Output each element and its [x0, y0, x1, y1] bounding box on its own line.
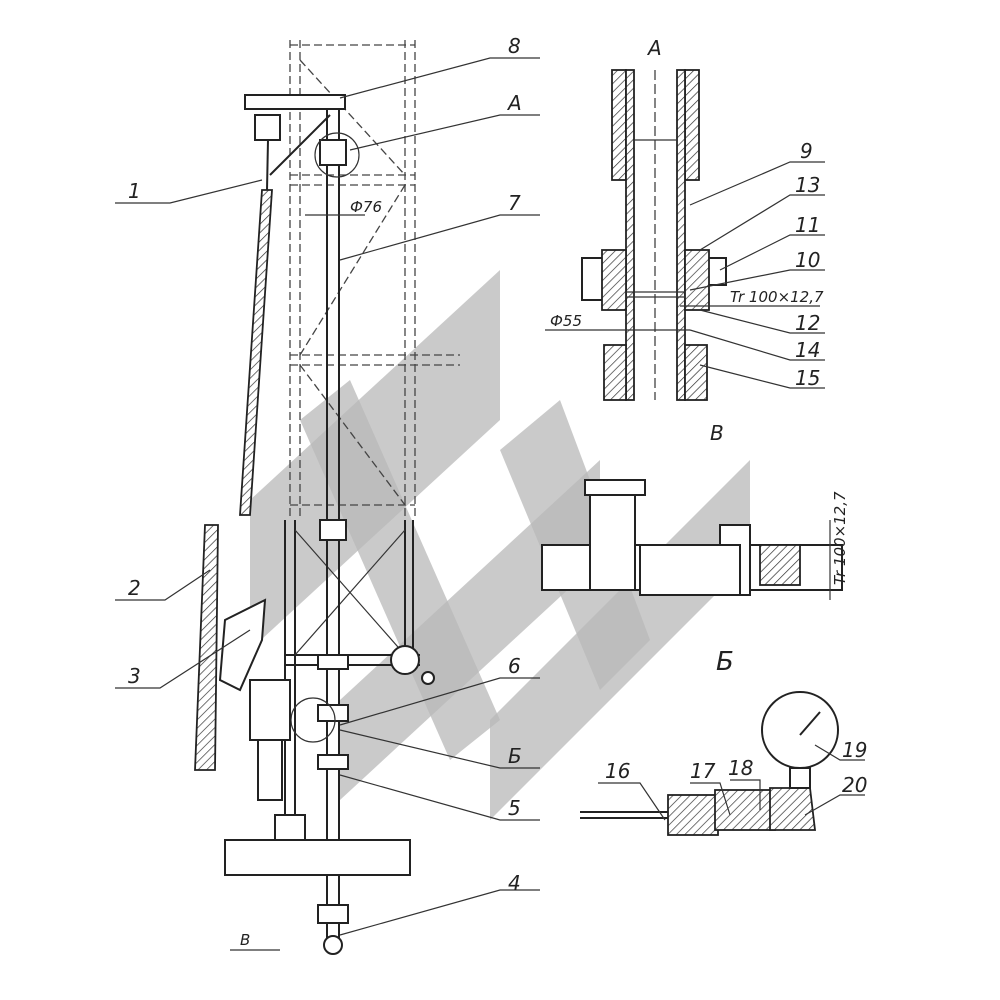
hose-and-wrench	[194, 114, 331, 801]
callout-8: 8	[508, 34, 521, 58]
callout-11: 11	[795, 213, 820, 237]
view-mark-v: В	[240, 931, 250, 949]
callout-15: 15	[795, 366, 820, 390]
view-mark-b: Б	[508, 744, 522, 768]
callout-20: 20	[842, 773, 867, 797]
view-v-thread: Tr 100×12,7	[831, 491, 849, 585]
diameter-76: Ф76	[350, 198, 382, 216]
callout-17: 17	[690, 759, 716, 783]
section-a-title: А	[646, 36, 662, 60]
callout-19: 19	[842, 738, 867, 762]
callout-18: 18	[728, 756, 753, 780]
view-b-title: Б	[716, 647, 734, 677]
truss-tower	[284, 40, 460, 840]
callout-6: 6	[508, 654, 521, 678]
diameter-55: Ф55	[550, 312, 582, 330]
callout-14: 14	[795, 338, 820, 362]
callout-12: 12	[795, 311, 820, 335]
view-v-drawing	[541, 479, 843, 600]
callout-9: 9	[800, 139, 813, 163]
view-v-title: В	[710, 421, 724, 445]
view-b-drawing	[580, 691, 839, 836]
callout-5: 5	[508, 796, 521, 820]
callout-16: 16	[605, 759, 630, 783]
callout-3: 3	[128, 664, 141, 688]
callout-10: 10	[795, 248, 820, 272]
callout-7: 7	[508, 191, 521, 215]
callout-13: 13	[795, 173, 820, 197]
callout-2: 2	[128, 576, 141, 600]
thread-label: Tr 100×12,7	[730, 288, 824, 306]
callout-4: 4	[508, 871, 521, 895]
leader-lines	[115, 57, 865, 936]
view-mark-a: А	[506, 91, 522, 115]
section-a-drawing	[581, 69, 727, 401]
main-pipe	[224, 94, 411, 955]
callout-1: 1	[128, 179, 141, 203]
